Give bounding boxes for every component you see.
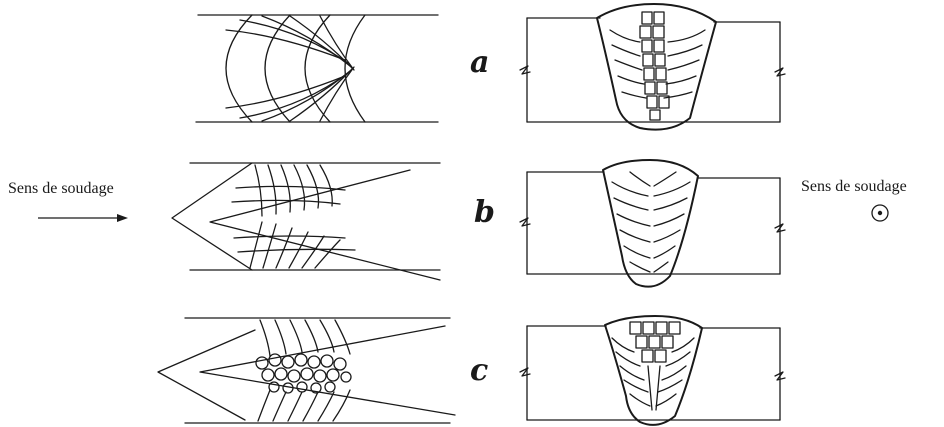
right-arrow-icon bbox=[38, 214, 128, 222]
equiaxed-grains bbox=[256, 354, 351, 393]
plan-view-c bbox=[158, 318, 455, 423]
label-c: c bbox=[470, 353, 488, 388]
plan-view-a bbox=[196, 15, 438, 122]
cross-section-c bbox=[520, 316, 785, 425]
label-b: b bbox=[474, 195, 495, 230]
left-caption: Sens de soudage bbox=[8, 180, 114, 197]
label-a: a bbox=[470, 45, 489, 80]
dot-in-circle-icon bbox=[872, 205, 888, 221]
plan-view-b bbox=[172, 163, 440, 280]
cross-section-b bbox=[520, 160, 785, 287]
right-caption: Sens de soudage bbox=[801, 178, 907, 195]
cross-section-a bbox=[520, 4, 785, 130]
